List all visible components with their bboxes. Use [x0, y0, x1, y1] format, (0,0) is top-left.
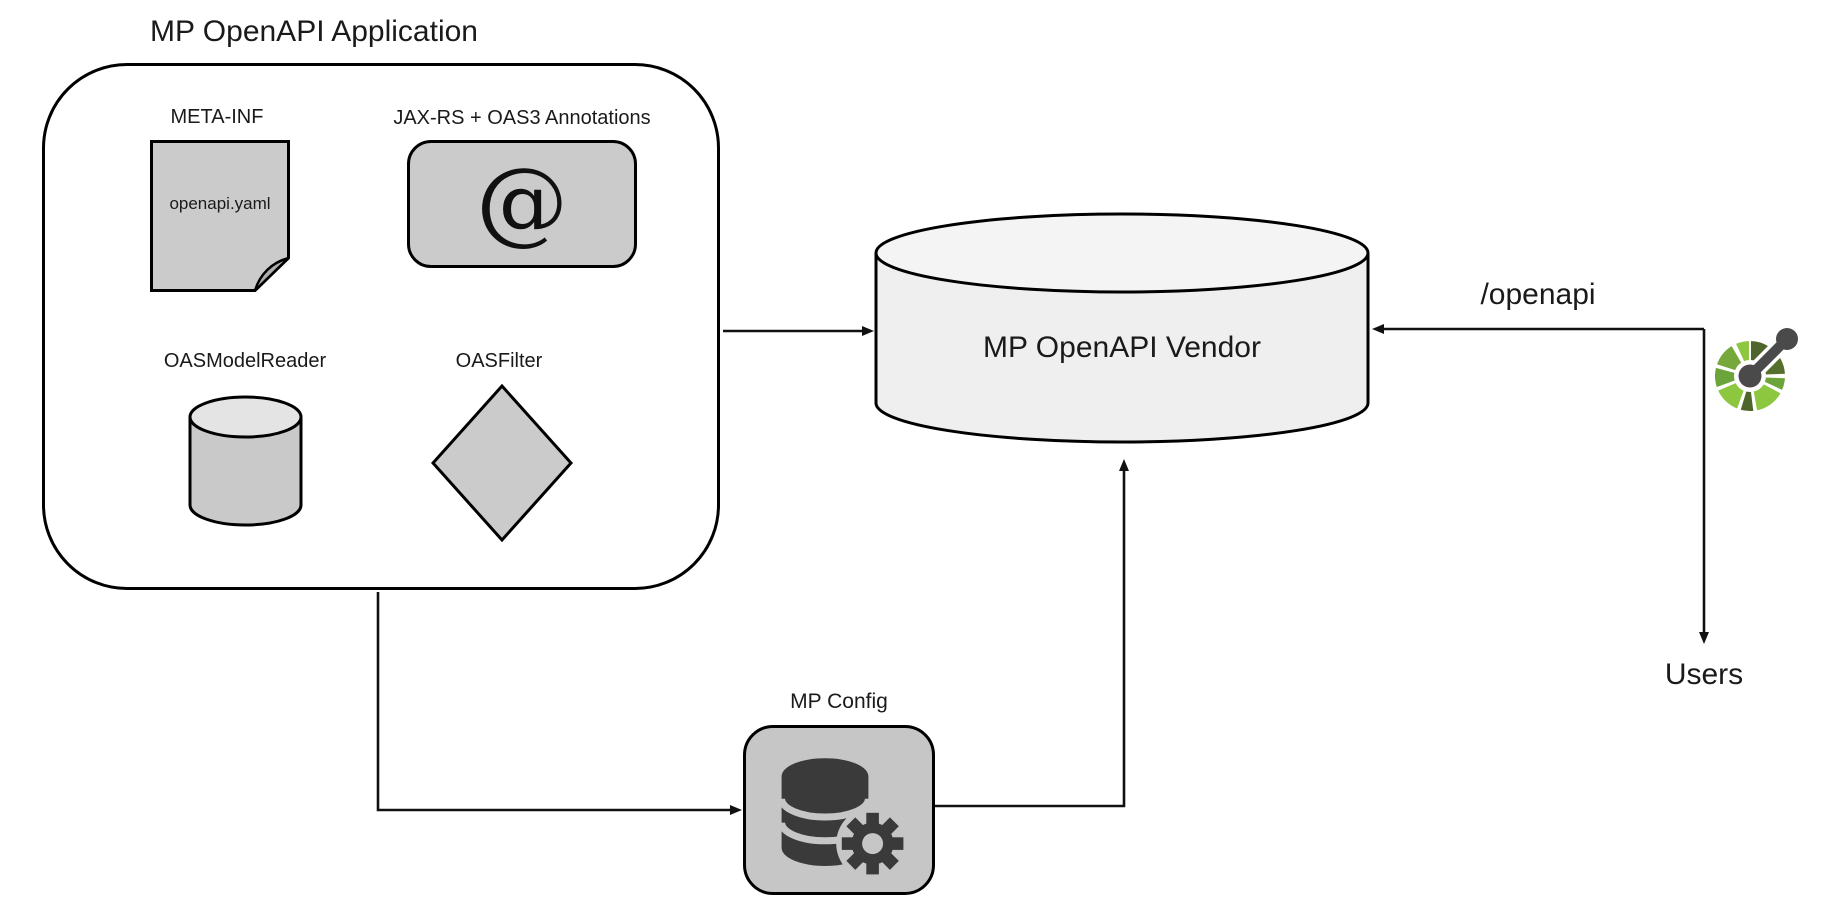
vendor-label: MP OpenAPI Vendor	[983, 331, 1261, 364]
arrow-config-to-vendor	[935, 459, 1129, 808]
config-label: MP Config	[790, 690, 888, 713]
annotations-box: @	[407, 140, 637, 268]
arrow-app-to-config	[376, 592, 742, 815]
meta-inf-file-label: openapi.yaml	[169, 194, 271, 213]
app-title: MP OpenAPI Application	[150, 15, 478, 48]
vendor-cylinder	[874, 212, 1370, 444]
annotations-label: JAX-RS + OAS3 Annotations	[393, 107, 651, 129]
config-box	[743, 725, 935, 895]
cylinder-icon	[188, 395, 303, 527]
users-label: Users	[1664, 658, 1744, 691]
filter-label: OASFilter	[455, 350, 543, 372]
openapi-initiative-logo-icon	[1713, 324, 1802, 413]
model-reader-label: OASModelReader	[163, 350, 327, 372]
endpoint-label: /openapi	[1480, 278, 1596, 311]
document-page-icon	[150, 140, 290, 292]
database-gear-icon	[778, 758, 909, 880]
meta-inf-label: META-INF	[170, 106, 264, 128]
diamond-icon	[431, 384, 573, 542]
at-sign-icon: @	[476, 148, 568, 255]
